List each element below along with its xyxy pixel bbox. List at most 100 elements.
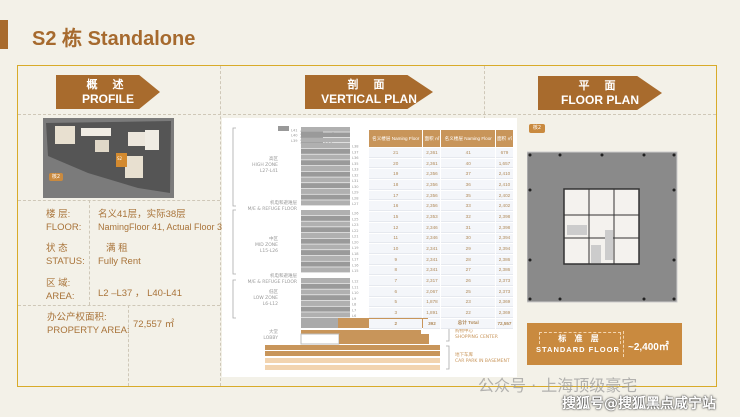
table-cell: 22 (441, 308, 495, 318)
floor-band (301, 215, 350, 221)
table-cell: 2,369 (495, 297, 513, 308)
floor-band (301, 160, 350, 166)
floor-label: L11 (352, 285, 359, 289)
floor-band (301, 267, 350, 273)
floor-label: L21 (352, 235, 359, 239)
table-cell: 12 (369, 222, 423, 233)
floor-label: L23 (352, 223, 359, 227)
table-cell: 2,394 (495, 244, 513, 254)
floor-label: L37 (352, 150, 359, 154)
table-cell: 总计 Total (441, 319, 495, 329)
column-divider (220, 66, 221, 386)
table-cell: 2,356 (423, 201, 441, 212)
watermark-sohu: 搜狐号@搜狐黑点咸宁站 (562, 396, 716, 412)
table-cell: 21 (369, 148, 423, 158)
floor-band (301, 244, 350, 250)
table-cell: 35 (441, 190, 495, 201)
table-cell: 17 (369, 190, 423, 201)
floor-band (301, 306, 350, 312)
table-cell: 15 (369, 212, 423, 222)
floor-band (301, 165, 350, 172)
table-cell: 6 (369, 286, 423, 297)
floor-band (301, 148, 350, 154)
floor-band (301, 255, 350, 261)
table-cell: 2,361 (423, 148, 441, 158)
floor-band (301, 312, 350, 318)
table-cell: 2,373 (495, 276, 513, 286)
table-cell: 26 (441, 276, 495, 286)
table-cell: 2,369 (495, 308, 513, 318)
watermark-wechat: 公众号 · 上海顶级豪宅 (478, 376, 638, 395)
floor-label: L19 (352, 246, 359, 250)
table-cell: 5 (369, 297, 423, 308)
floor-band (301, 154, 350, 160)
floor-band (301, 221, 350, 227)
floor-label: L18 (352, 252, 359, 256)
floor-band (301, 188, 350, 194)
table-cell: 40 (441, 158, 495, 169)
table-header: 名义楼层 Naming Floor (441, 130, 495, 147)
property-area-label: 办公产权面积:PROPERTY AREA: (47, 312, 130, 336)
table-cell: 2,361 (423, 158, 441, 169)
floor-label: L17 (352, 258, 359, 262)
floor-band (301, 283, 350, 289)
floor-label: L20 (352, 240, 359, 244)
divider (18, 200, 220, 201)
table-cell: 37 (441, 169, 495, 180)
property-area-value: 72,557 ㎡ (133, 319, 175, 330)
table-cell: 2,346 (423, 233, 441, 244)
table-cell: 1,891 (423, 308, 441, 318)
floor-band (301, 232, 350, 239)
floor-label: L12 (352, 280, 359, 284)
core-tag: 核2 (49, 173, 63, 181)
floor-label: L22 (352, 229, 359, 233)
table-cell: 19 (369, 169, 423, 180)
table-cell: 2 (369, 319, 423, 329)
floor-band (301, 177, 350, 183)
floor-band (301, 171, 350, 177)
table-cell: 2,402 (495, 201, 513, 212)
table-cell: 2,356 (423, 180, 441, 190)
table-cell: 32 (441, 212, 495, 222)
site-map: S2 核2 (43, 118, 174, 198)
floor-band (301, 278, 350, 284)
table-cell: 2,402 (495, 190, 513, 201)
table-cell: 30 (441, 233, 495, 244)
floor-band (301, 200, 350, 206)
divider (128, 305, 129, 386)
table-cell: 3 (369, 308, 423, 318)
table-header: 名义楼层 Naming Floor (369, 130, 423, 147)
table-cell: 31 (441, 222, 495, 233)
area-value: L2 –L37 ， L40-L41 (98, 288, 182, 299)
floor-label: L35 (352, 162, 359, 166)
table-cell: 20 (369, 158, 423, 169)
floor-label: L15 (352, 269, 359, 273)
table-cell: 2,394 (495, 233, 513, 244)
floor-band (301, 194, 350, 200)
table-cell: 2,356 (423, 169, 441, 180)
floor-band (301, 143, 350, 149)
table-cell: 33 (441, 201, 495, 212)
